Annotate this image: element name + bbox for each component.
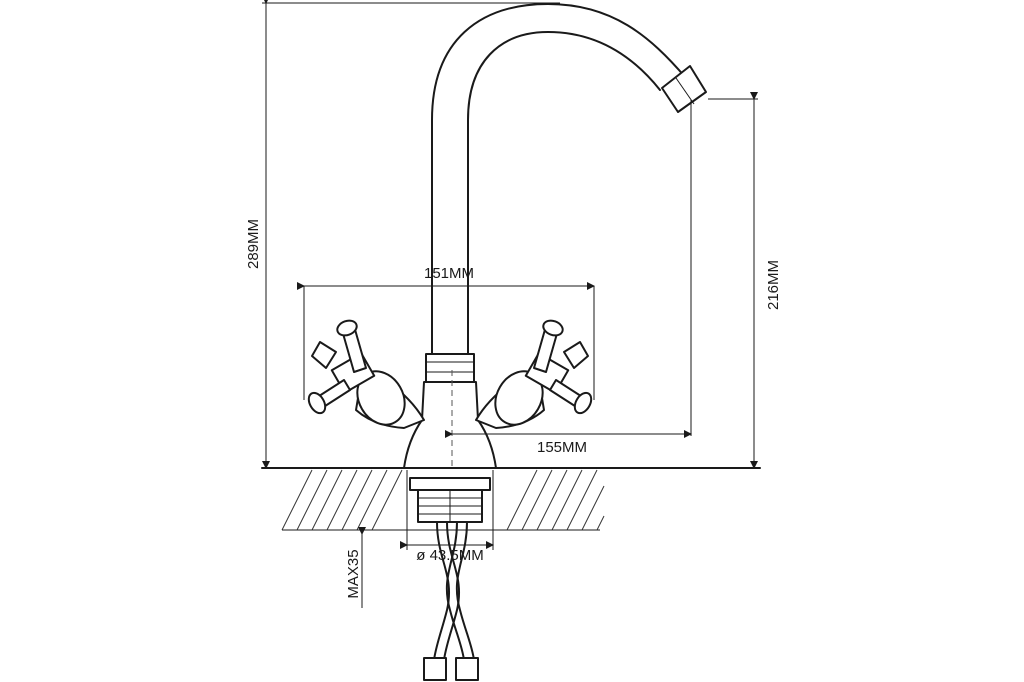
- left-cross-handle: [307, 319, 425, 429]
- hose-nut-right: [455, 657, 479, 681]
- dim-handle-span-label: 151MM: [424, 265, 474, 282]
- flexible-hoses: [423, 521, 479, 681]
- dim-handle-span: 151MM: [297, 265, 595, 400]
- dim-max-thickness-label: MAX35: [345, 549, 362, 598]
- hatch-line: [506, 469, 538, 531]
- dim-total-height: 289MM: [245, 0, 560, 469]
- gooseneck-spout: [431, 3, 707, 355]
- hatch-line: [281, 469, 313, 531]
- hatch-line: [596, 515, 605, 531]
- hatch-line: [371, 469, 403, 531]
- hatch-line: [311, 469, 343, 531]
- hatch-line: [536, 469, 568, 531]
- faucet-body: [403, 353, 497, 469]
- spout-collar: [425, 353, 475, 383]
- dim-spout-height-label: 216MM: [765, 260, 782, 310]
- dim-base-diameter-label: ø 43.5MM: [416, 547, 484, 564]
- dim-max-thickness: MAX35: [345, 527, 370, 608]
- hatch-line: [341, 469, 373, 531]
- dim-base-diameter: ø 43.5MM: [400, 470, 494, 564]
- dim-spout-reach-label: 155MM: [537, 439, 587, 456]
- mounting-shank: [409, 477, 491, 523]
- hose-nut-left: [423, 657, 447, 681]
- dim-spout-height: 216MM: [708, 92, 782, 469]
- right-cross-handle: [475, 319, 593, 429]
- hatch-line: [581, 485, 605, 531]
- hatch-line: [566, 469, 598, 531]
- countertop: [261, 467, 761, 531]
- hatch-line: [326, 469, 358, 531]
- hatch-line: [551, 469, 583, 531]
- countertop-hatching: [281, 469, 605, 531]
- dim-spout-reach: 155MM: [445, 100, 692, 456]
- hatch-line: [356, 469, 388, 531]
- hatch-line: [521, 469, 553, 531]
- hatch-line: [296, 469, 328, 531]
- dim-total-height-label: 289MM: [245, 219, 262, 269]
